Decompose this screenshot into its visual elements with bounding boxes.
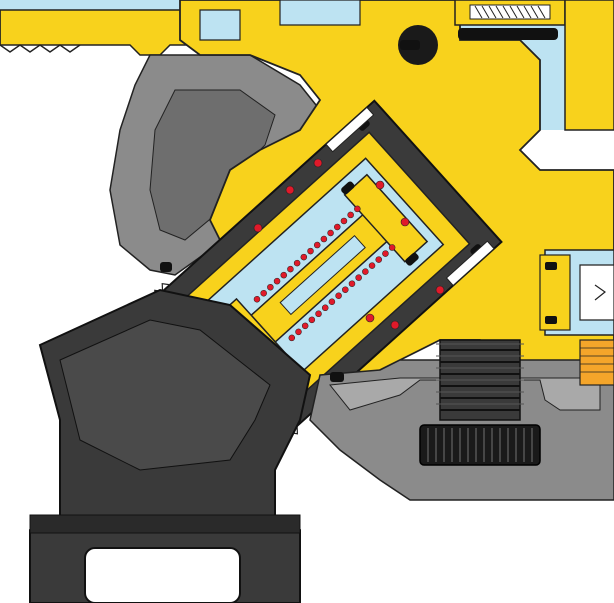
spring-coil-bottom	[288, 334, 296, 342]
spring-coil-top	[267, 283, 274, 291]
spring-coil-top	[327, 229, 334, 237]
bellows	[436, 339, 524, 421]
red-dot	[253, 223, 263, 233]
spring-coil-top	[334, 223, 341, 231]
spring-coil-top	[300, 253, 308, 261]
spring-coil-top	[280, 271, 288, 279]
red-dot	[365, 313, 375, 323]
spring-coil-top	[313, 241, 321, 249]
spring-coil-bottom	[368, 262, 376, 269]
spring-coil-bottom	[328, 298, 336, 306]
orange-gasket	[579, 339, 614, 386]
spring-coil-top	[273, 277, 281, 285]
spring-coil-top	[287, 265, 294, 273]
top-o-ring	[458, 28, 558, 40]
spring-coil-top	[320, 235, 328, 243]
spring-coil-bottom	[355, 274, 362, 281]
spring-coil-bottom	[321, 304, 329, 312]
right-fitting	[539, 249, 614, 336]
spring-coil-top	[340, 217, 348, 225]
base-cutout	[84, 547, 241, 603]
spring-coil-bottom	[301, 322, 309, 330]
seal-details	[160, 40, 420, 382]
spring-coil-top	[260, 289, 267, 297]
spring-coil-bottom	[362, 268, 369, 275]
red-dot	[400, 217, 410, 227]
red-dot	[313, 158, 323, 168]
spring-coil-top	[293, 259, 301, 267]
spring-coil-top	[354, 205, 361, 213]
spring-coil-bottom	[382, 250, 389, 257]
coil-spring	[253, 205, 396, 342]
red-dot	[285, 185, 295, 195]
spring-coil-bottom	[295, 328, 302, 336]
spring-coil-bottom	[335, 292, 342, 299]
red-dot	[390, 320, 400, 330]
spring-coil-bottom	[308, 316, 316, 324]
spring-coil-top	[253, 295, 261, 303]
knurled-knob	[419, 424, 541, 466]
spring-coil-bottom	[388, 244, 396, 251]
spring-coil-bottom	[342, 286, 349, 293]
red-dot	[375, 180, 385, 190]
red-detail-dots	[253, 158, 445, 330]
outer-housing	[109, 54, 321, 276]
spring-coil-top	[347, 211, 354, 219]
spring-coil-bottom	[375, 256, 382, 263]
red-dot	[435, 285, 445, 295]
base-mount	[29, 288, 312, 603]
spring-coil-bottom	[348, 280, 356, 287]
top-right-fitting	[454, 0, 614, 131]
spring-coil-bottom	[315, 310, 322, 318]
spring-coil-top	[307, 247, 314, 255]
